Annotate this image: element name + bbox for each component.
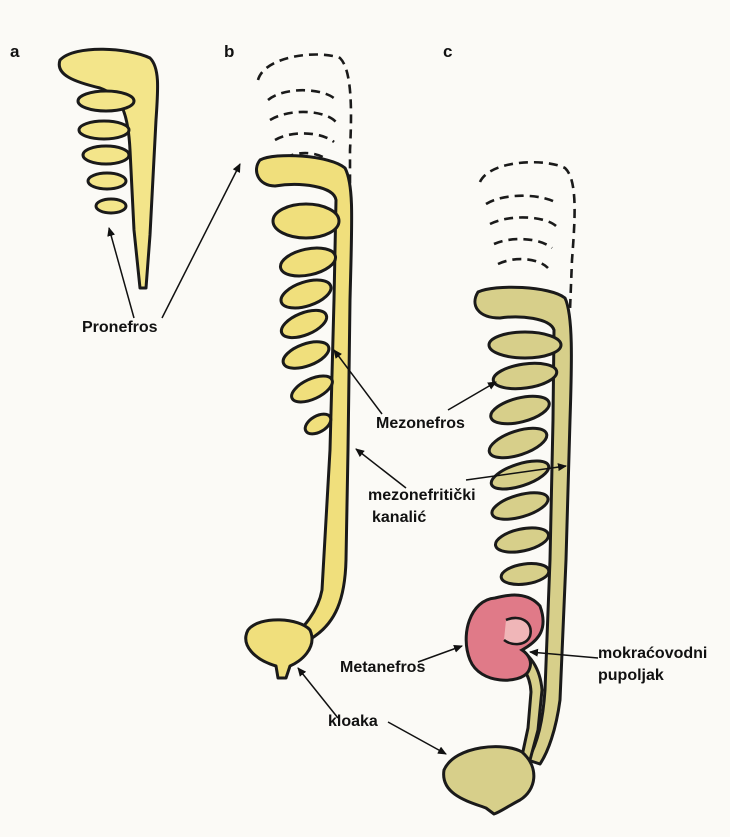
arrow-mokracovodni bbox=[530, 652, 598, 658]
mezonefros-tubule bbox=[488, 391, 552, 429]
mezonefros-tubule bbox=[500, 561, 550, 587]
panel-label-b: b bbox=[224, 42, 234, 61]
label-metanefros: Metanefros bbox=[340, 658, 425, 677]
arrow-mezonefros-c bbox=[448, 382, 496, 410]
pronefros-duct bbox=[59, 49, 157, 288]
mezonefros-tubule bbox=[273, 204, 339, 238]
arrow-pronefros-a bbox=[109, 228, 134, 318]
label-kloaka: kloaka bbox=[328, 712, 378, 731]
label-mokracovodni-1: mokraćovodni bbox=[598, 644, 707, 663]
arrow-mezonefriticki-b bbox=[356, 449, 406, 488]
pronefros-a bbox=[59, 49, 157, 288]
pronefros-loop bbox=[79, 121, 129, 139]
panel-label-a: a bbox=[10, 42, 19, 61]
pronefros-loop bbox=[96, 199, 126, 213]
mezonefros-tubule bbox=[493, 524, 550, 557]
label-mezonefros: Mezonefros bbox=[376, 414, 465, 433]
kloaka-c bbox=[444, 747, 534, 814]
mezonefros-tubule bbox=[280, 336, 333, 373]
label-mezonefriticki-2: kanalić bbox=[372, 508, 426, 527]
panel-label-c: c bbox=[443, 42, 452, 61]
mezonefros-tubule bbox=[486, 422, 550, 463]
mezonefros-tubule bbox=[278, 243, 338, 280]
arrow-kloaka-b bbox=[298, 668, 338, 718]
pronefros-loop bbox=[78, 91, 134, 111]
mezonefros-tubule bbox=[278, 305, 331, 343]
label-mokracovodni-2: pupoljak bbox=[598, 666, 664, 685]
mezonefros-b bbox=[246, 156, 352, 678]
kloaka-b bbox=[246, 620, 312, 678]
arrow-kloaka-c bbox=[388, 722, 446, 754]
arrow-pronefros-b bbox=[162, 164, 240, 318]
label-mezonefriticki-1: mezonefritički bbox=[368, 486, 476, 505]
label-pronefros: Pronefros bbox=[82, 318, 158, 337]
mezonefros-tubule bbox=[278, 275, 335, 314]
pronefros-loop bbox=[88, 173, 126, 189]
mezonefros-tubule bbox=[492, 360, 559, 393]
pronefros-loop bbox=[83, 146, 129, 164]
mezonefros-c bbox=[444, 287, 572, 814]
mezonefros-tubule bbox=[489, 487, 551, 524]
mezonefros-tubule bbox=[489, 332, 561, 358]
mezonefros-tubule bbox=[288, 371, 336, 408]
